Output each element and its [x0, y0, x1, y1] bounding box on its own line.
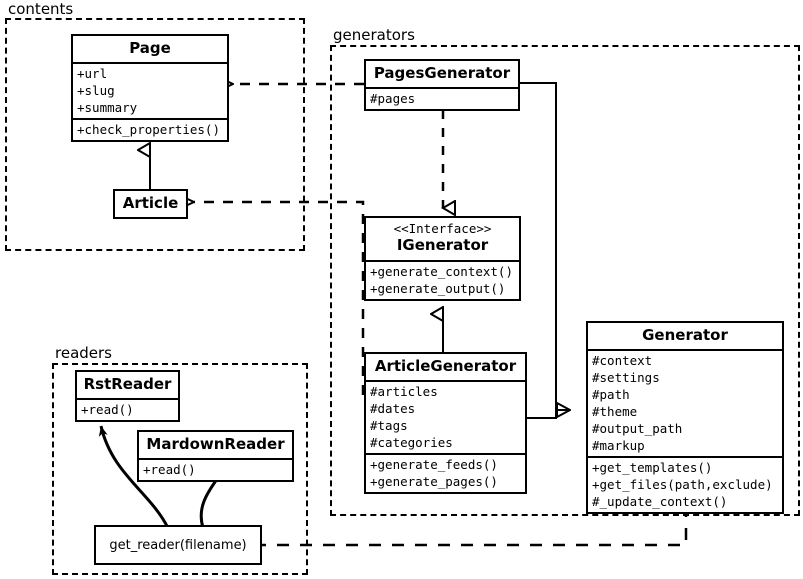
- operation: +get_templates(): [592, 460, 713, 476]
- operation: +generate_output(): [370, 280, 506, 296]
- class-articlegenerator-attributes: #articles #dates #tags #categories: [366, 380, 525, 453]
- relationship-articlegenerator-uses-article: [194, 202, 365, 395]
- attribute: +summary: [77, 100, 138, 116]
- class-article[interactable]: Article: [113, 189, 188, 220]
- package-readers-label: readers: [53, 344, 114, 362]
- class-generator-operations: +get_templates() +get_files(path,exclude…: [588, 456, 782, 512]
- operation: +get_files(path,exclude): [592, 477, 773, 493]
- class-page-name: Page: [129, 39, 171, 57]
- attribute: #markup: [592, 438, 645, 454]
- class-pagesgenerator-attributes: #pages: [366, 87, 518, 109]
- attribute: #path: [592, 387, 630, 403]
- class-page-attributes: +url +slug +summary: [73, 62, 227, 118]
- package-readers: [52, 363, 308, 575]
- attribute: #pages: [370, 91, 416, 107]
- package-generators-frame: [330, 45, 800, 516]
- class-rstreader[interactable]: RstReader +read(): [75, 370, 180, 423]
- package-readers-frame: [52, 363, 308, 575]
- class-igenerator[interactable]: <<Interface>> IGenerator +generate_conte…: [364, 216, 521, 301]
- class-page-operations: +check_properties(): [73, 118, 227, 140]
- operation: #_update_context(): [592, 494, 728, 510]
- class-rstreader-operations: +read(): [77, 398, 178, 420]
- attribute: #tags: [370, 418, 408, 434]
- operation: +read(): [143, 462, 196, 478]
- class-article-name: Article: [122, 194, 179, 212]
- attribute: #settings: [592, 370, 660, 386]
- function-get-reader[interactable]: get_reader(filename): [94, 525, 262, 565]
- attribute: #theme: [592, 404, 638, 420]
- operation: +generate_pages(): [370, 474, 498, 490]
- class-igenerator-header: <<Interface>> IGenerator: [366, 218, 519, 260]
- function-get-reader-label: get_reader(filename): [109, 537, 247, 553]
- class-igenerator-stereotype: <<Interface>>: [393, 221, 492, 236]
- package-contents-frame: [5, 18, 305, 251]
- package-contents-label: contents: [6, 0, 76, 18]
- attribute: +url: [77, 66, 108, 82]
- relationship-articlegenerator-extends-generator: [527, 409, 570, 419]
- operation: +read(): [81, 402, 134, 418]
- class-mardownreader-operations: +read(): [139, 458, 292, 480]
- class-articlegenerator-operations: +generate_feeds() +generate_pages(): [366, 453, 525, 492]
- class-page[interactable]: Page +url +slug +summary +check_properti…: [71, 34, 229, 143]
- class-generator[interactable]: Generator #context #settings #path #them…: [586, 321, 784, 515]
- class-articlegenerator-name: ArticleGenerator: [374, 357, 517, 375]
- package-generators: [330, 45, 800, 516]
- class-igenerator-operations: +generate_context() +generate_output(): [366, 259, 519, 299]
- class-pagesgenerator[interactable]: PagesGenerator #pages: [364, 59, 520, 112]
- attribute: #output_path: [592, 421, 683, 437]
- attribute: #articles: [370, 384, 438, 400]
- package-generators-label: generators: [331, 26, 417, 44]
- relationship-generator-uses-get_reader: [262, 505, 688, 545]
- operation: +check_properties(): [77, 122, 220, 138]
- class-generator-attributes: #context #settings #path #theme #output_…: [588, 349, 782, 456]
- class-mardownreader[interactable]: MardownReader +read(): [137, 430, 294, 483]
- attribute: +slug: [77, 83, 115, 99]
- class-generator-name: Generator: [642, 326, 728, 344]
- operation: +generate_context(): [370, 263, 513, 279]
- class-pagesgenerator-name: PagesGenerator: [373, 64, 511, 82]
- package-contents: [5, 18, 305, 251]
- attribute: #context: [592, 353, 653, 369]
- class-articlegenerator[interactable]: ArticleGenerator #articles #dates #tags …: [364, 352, 527, 495]
- class-rstreader-name: RstReader: [83, 375, 172, 393]
- relationship-get_reader-creates-rstreader: [98, 425, 170, 529]
- attribute: #dates: [370, 401, 416, 417]
- attribute: #categories: [370, 435, 453, 451]
- class-mardownreader-name: MardownReader: [146, 435, 285, 453]
- class-igenerator-name: IGenerator: [396, 236, 489, 255]
- operation: +generate_feeds(): [370, 457, 498, 473]
